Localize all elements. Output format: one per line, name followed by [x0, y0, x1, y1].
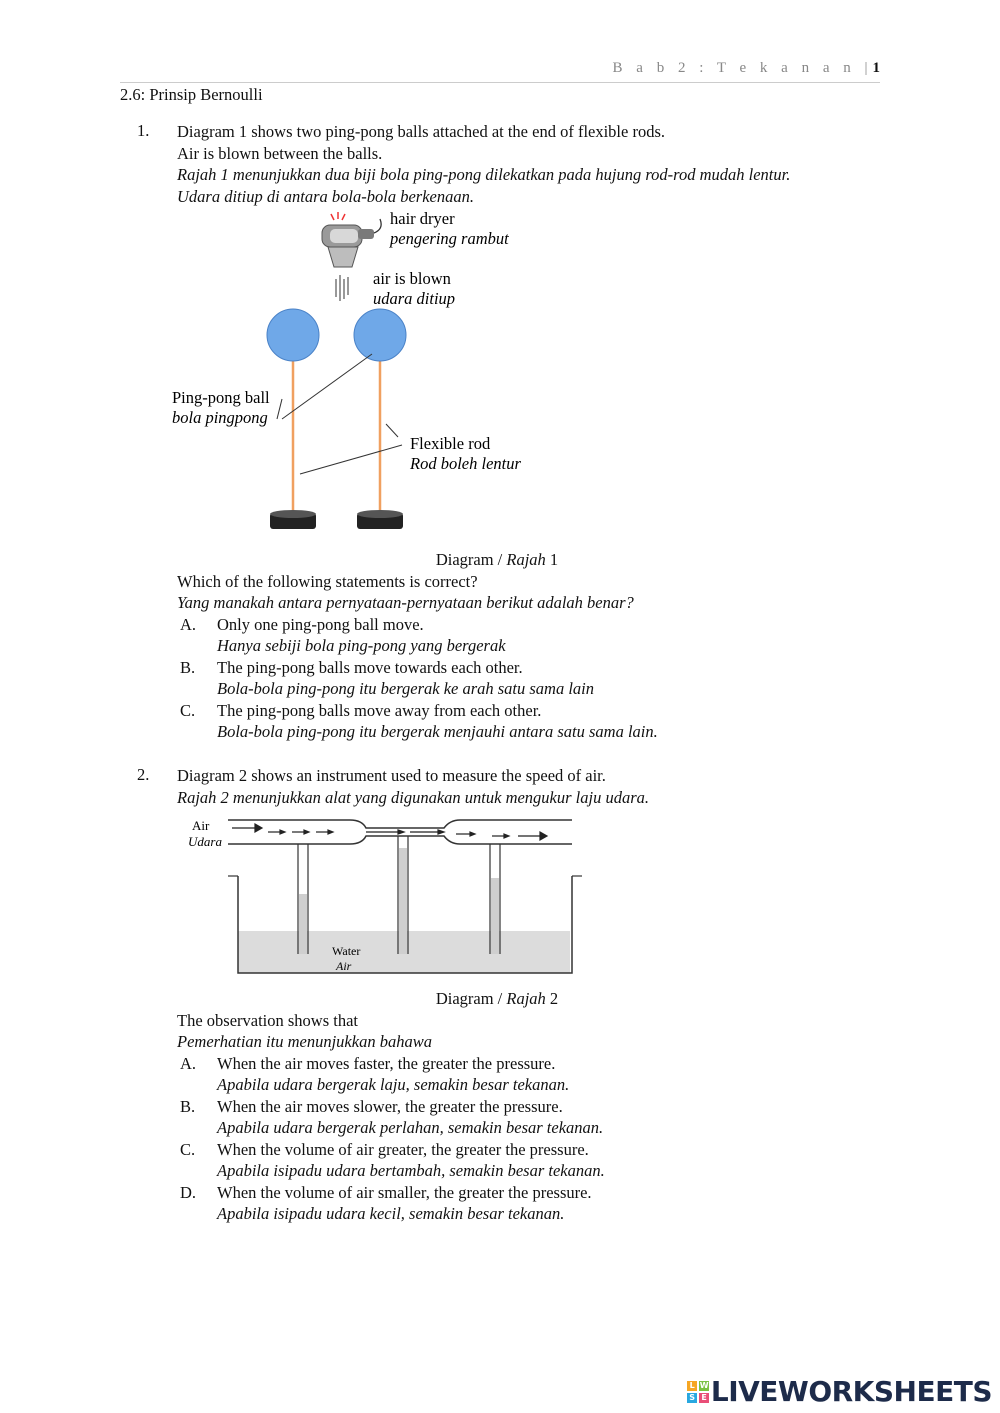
- diagram-2: Air Udara Water Air: [188, 818, 582, 974]
- tank: [237, 876, 573, 974]
- q1-question-ms: Yang manakah antara pernyataan-pernyataa…: [177, 593, 634, 612]
- air-blown-label-ms: udara ditiup: [373, 289, 455, 308]
- q2-line-ms: Rajah 2 menunjukkan alat yang digunakan …: [177, 787, 650, 807]
- brand-name: LIVEWORKSHEETS: [710, 1375, 993, 1408]
- left-rod-base: [270, 510, 316, 529]
- q1-option-b[interactable]: B. The ping-pong balls move towards each…: [180, 657, 595, 699]
- flexible-rod-label-en: Flexible rod: [410, 434, 491, 453]
- leader-lines: [276, 353, 403, 475]
- q2-question-en: The observation shows that: [177, 1010, 359, 1030]
- chapter-title: B a b 2 : T e k a n a n: [612, 60, 856, 76]
- q1-option-a[interactable]: A. Only one ping-pong ball move. Hanya s…: [180, 614, 506, 656]
- option-letter: D.: [180, 1182, 197, 1202]
- option-letter: B.: [180, 657, 196, 677]
- right-rod-base: [357, 510, 403, 529]
- left-tube-water: [299, 894, 307, 954]
- section-title: 2.6: Prinsip Bernoulli: [120, 85, 263, 104]
- air-flow-arrows: [232, 822, 549, 842]
- air-flow-lines: [335, 275, 349, 301]
- q2-option-a[interactable]: A. When the air moves faster, the greate…: [180, 1053, 570, 1095]
- page-number: 1: [872, 60, 881, 76]
- water-label-en: Water: [332, 944, 360, 958]
- middle-tube-water: [399, 848, 407, 954]
- air-label-en: Air: [192, 818, 210, 833]
- q1-line-ms-1: Rajah 1 menunjukkan dua biji bola ping-p…: [177, 165, 791, 184]
- option-letter: B.: [180, 1096, 196, 1116]
- right-tube-water: [491, 878, 499, 954]
- flexible-rod-label-ms: Rod boleh lentur: [409, 454, 521, 473]
- q2-line-en: Diagram 2 shows an instrument used to me…: [177, 766, 606, 785]
- question-number: 1.: [137, 121, 150, 140]
- hair-dryer-icon: [321, 212, 382, 268]
- manometer-tubes: [297, 836, 501, 954]
- air-blown-label-en: air is blown: [373, 269, 451, 288]
- water-label-ms: Air: [335, 959, 352, 973]
- left-ping-pong-ball: [266, 308, 320, 362]
- q2-option-d[interactable]: D. When the volume of air smaller, the g…: [180, 1182, 592, 1224]
- option-letter: A.: [180, 1053, 197, 1073]
- question-number: 2.: [137, 765, 150, 784]
- option-letter: C.: [180, 700, 196, 720]
- q1-line-en-2: Air is blown between the balls.: [177, 143, 383, 163]
- option-letter: A.: [180, 614, 197, 634]
- diagram-2-caption: Diagram / Rajah 2: [435, 989, 559, 1008]
- q1-line-en-1: Diagram 1 shows two ping-pong balls atta…: [177, 122, 666, 141]
- page-header: B a b 2 : T e k a n a n |1: [120, 60, 880, 77]
- ping-pong-ball-label-en: Ping-pong ball: [172, 388, 270, 407]
- diagram-1-caption: Diagram / Rajah 1: [435, 550, 559, 569]
- question-1: 1. Diagram 1 shows two ping-pong balls a…: [137, 121, 897, 743]
- option-letter: C.: [180, 1139, 196, 1159]
- liveworksheets-logo-icon: L W S E: [686, 1380, 709, 1403]
- diagram-1: hair dryer pengering rambut air is blown…: [172, 209, 521, 529]
- venturi-pipe: [228, 819, 572, 845]
- q1-question-en: Which of the following statements is cor…: [177, 571, 478, 591]
- liveworksheets-logo[interactable]: L W S E LIVEWORKSHEETS: [686, 1375, 993, 1408]
- air-label-ms: Udara: [188, 834, 222, 849]
- q2-question-ms: Pemerhatian itu menunjukkan bahawa: [177, 1032, 432, 1051]
- question-2: 2. Diagram 2 shows an instrument used to…: [137, 765, 897, 1225]
- hair-dryer-label-en: hair dryer: [390, 209, 455, 228]
- ping-pong-ball-label-ms: bola pingpong: [172, 408, 268, 427]
- q1-option-c[interactable]: C. The ping-pong balls move away from ea…: [180, 700, 658, 742]
- q2-option-b[interactable]: B. When the air moves slower, the greate…: [180, 1096, 604, 1138]
- q1-line-ms-2: Udara ditiup di antara bola-bola berkena…: [177, 186, 474, 206]
- header-rule: [120, 82, 880, 83]
- header-separator: |: [864, 60, 873, 76]
- right-ping-pong-ball: [353, 308, 407, 362]
- hair-dryer-label-ms: pengering rambut: [389, 229, 509, 248]
- q2-option-c[interactable]: C. When the volume of air greater, the g…: [180, 1139, 605, 1181]
